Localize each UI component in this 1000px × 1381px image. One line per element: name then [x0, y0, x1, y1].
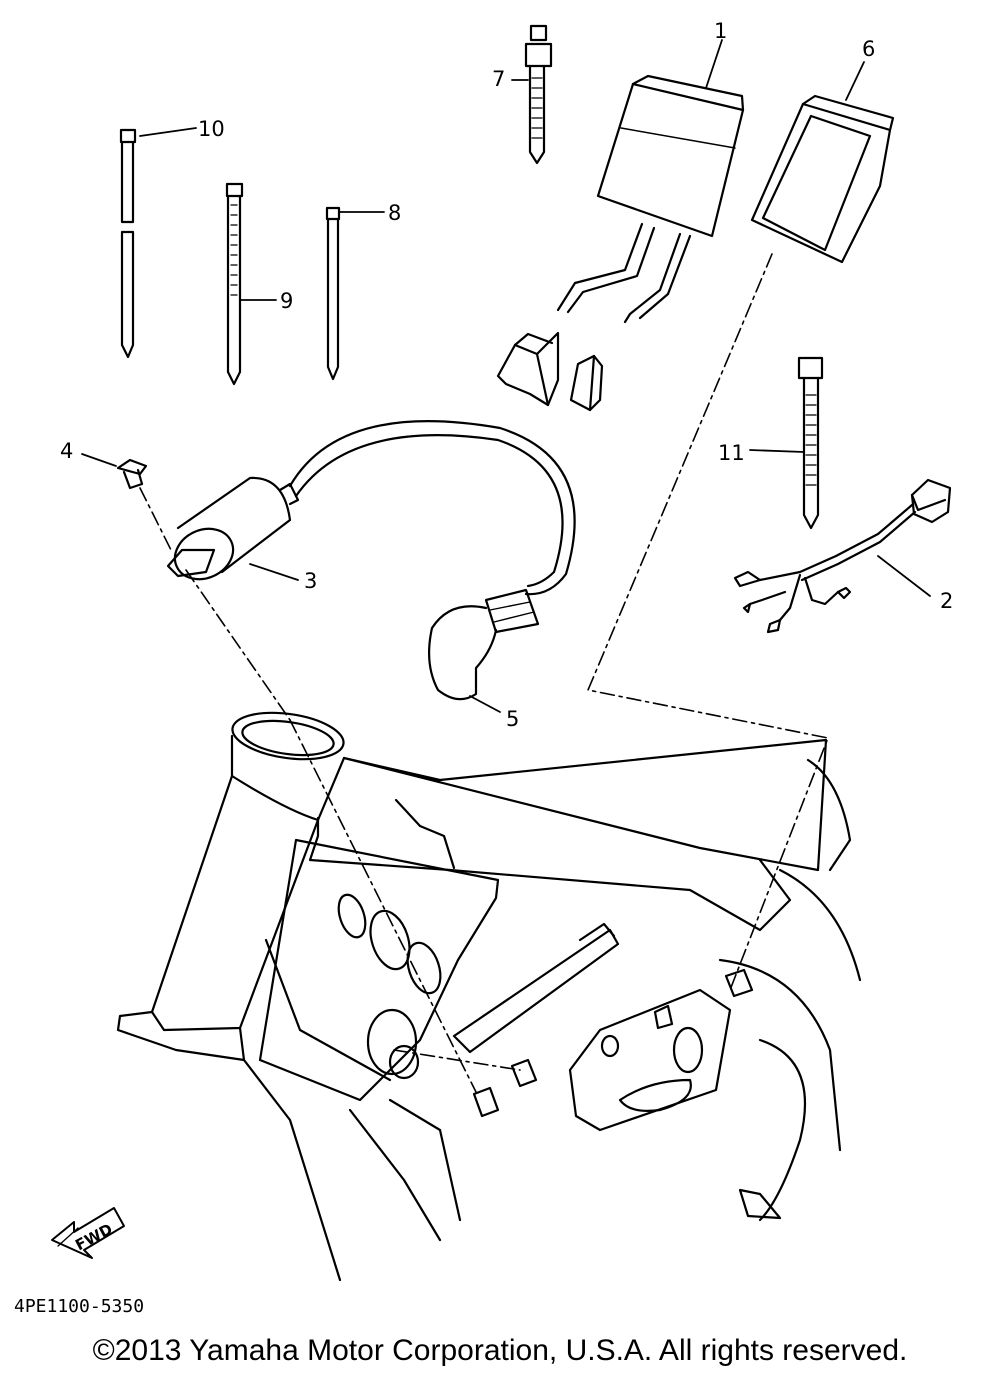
leader-lines: [81, 39, 931, 1093]
callout-5: 5: [506, 707, 519, 731]
part-4-screw: [116, 458, 148, 490]
part-1-cdi-unit: [496, 74, 745, 412]
part-7-cable-tie: [524, 24, 553, 165]
part-5-plug-cap: [428, 588, 540, 701]
part-11-cable-tie: [797, 356, 824, 530]
callout-4: 4: [60, 439, 73, 463]
drawing-code: 4PE1100-5350: [14, 1296, 144, 1317]
part-2-wire-harness: [733, 478, 952, 634]
frame: [116, 711, 862, 1282]
part-8-cable-tie: [325, 206, 341, 381]
callout-10: 10: [198, 117, 225, 141]
fwd-direction-arrow: FWD: [51, 1207, 125, 1259]
callout-numbers: 1 6 7 10 8 9 11 4 3 2 5 4PE1100-5350: [14, 19, 953, 1317]
copyright-notice: ©2013 Yamaha Motor Corporation, U.S.A. A…: [92, 1334, 908, 1367]
callout-6: 6: [862, 37, 875, 61]
part-9-cable-tie: [225, 182, 244, 386]
part-6-cover: [750, 94, 895, 264]
part-10-cable-tie: [119, 128, 137, 359]
callout-1: 1: [714, 19, 727, 43]
callout-11: 11: [718, 441, 745, 465]
callout-2: 2: [940, 589, 953, 613]
callout-3: 3: [304, 569, 317, 593]
callout-7: 7: [492, 67, 505, 91]
callout-8: 8: [388, 201, 401, 225]
callout-9: 9: [280, 289, 293, 313]
part-3-ignition-coil: [166, 420, 576, 596]
